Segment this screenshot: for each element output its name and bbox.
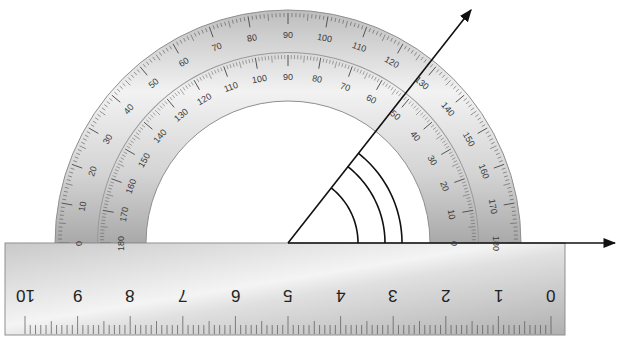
angle-arc — [331, 188, 358, 243]
ruler — [5, 243, 565, 335]
inner-scale-number: 10 — [446, 208, 457, 219]
degree-ticks — [58, 13, 518, 243]
protractor-body — [55, 10, 521, 243]
outer-scale-number: 0 — [75, 240, 84, 245]
scale-band-line — [97, 52, 479, 243]
outer-scale-number: 170 — [487, 199, 498, 215]
angle-ray — [288, 10, 471, 243]
ruler-number: 3 — [388, 287, 397, 304]
ruler-number: 10 — [16, 287, 35, 304]
ruler-number: 0 — [546, 287, 555, 304]
ruler-number: 4 — [336, 287, 345, 304]
outer-scale-number: 180 — [492, 235, 501, 250]
inner-scale-number: 0 — [449, 240, 458, 245]
ruler-number: 9 — [73, 287, 82, 304]
ruler-number: 5 — [283, 287, 292, 304]
ruler-number: 6 — [231, 287, 240, 304]
ruler-number: 1 — [494, 287, 503, 304]
ruler-number: 2 — [441, 287, 450, 304]
inner-scale-number: 80 — [311, 74, 322, 85]
angle-arc — [358, 153, 402, 243]
ruler-number: 8 — [125, 287, 134, 304]
ruler-ticks — [25, 316, 551, 334]
inner-scale-number: 180 — [118, 235, 127, 250]
ruler-number: 7 — [178, 287, 187, 304]
angle-arc — [348, 167, 385, 243]
outer-scale-number: 90 — [283, 31, 293, 40]
inner-scale-number: 90 — [283, 73, 293, 82]
outer-scale-number: 80 — [246, 33, 257, 44]
